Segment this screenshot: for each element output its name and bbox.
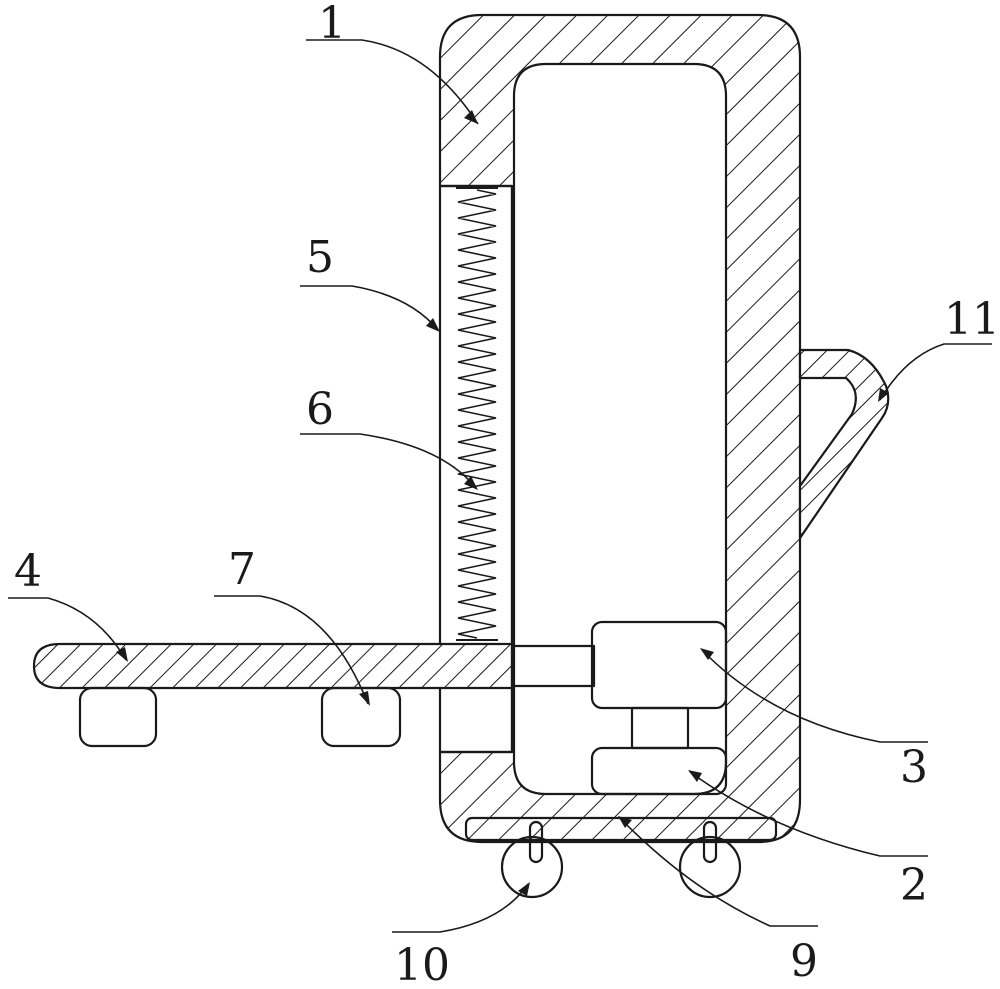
- compression-spring: [457, 189, 497, 639]
- leader-2: [689, 771, 928, 857]
- fork-pad-right: [320, 686, 402, 748]
- leader-3: [701, 649, 928, 743]
- leader-7: [214, 595, 369, 705]
- arrow-10: [518, 882, 530, 896]
- housing-shell: [438, 13, 802, 844]
- arrow-4: [116, 647, 128, 662]
- leader-6: [300, 433, 477, 489]
- leader-11: [879, 343, 992, 401]
- callout-7: 7: [228, 544, 256, 595]
- fork-arm: [32, 642, 514, 690]
- callout-10: 10: [394, 940, 450, 989]
- wheel-left: [500, 835, 564, 899]
- arrow-3: [700, 648, 714, 660]
- arrow-1: [464, 110, 478, 124]
- handle: [798, 348, 890, 540]
- motor-block: [590, 746, 728, 796]
- leader-1: [306, 39, 479, 125]
- callout-11: 11: [944, 294, 1000, 345]
- guide-slot: [438, 184, 514, 754]
- wheel-stem-left: [528, 820, 544, 864]
- arrow-5: [426, 318, 440, 332]
- callout-5: 5: [306, 232, 334, 283]
- leader-9: [619, 817, 818, 927]
- callout-3: 3: [900, 742, 928, 793]
- callout-9: 9: [790, 936, 818, 987]
- arm-connector: [510, 644, 596, 688]
- leader-lines: [8, 39, 992, 933]
- callout-6: 6: [306, 384, 334, 435]
- leader-4: [8, 597, 127, 661]
- arrow-7: [359, 691, 370, 706]
- arrow-9: [618, 816, 632, 828]
- arrow-2: [688, 770, 702, 782]
- callout-numbers: 1 5 6 4 7 3 2 9 10 11: [14, 0, 1000, 989]
- drive-block: [590, 620, 728, 710]
- callout-2: 2: [900, 860, 928, 911]
- arrow-11: [878, 388, 889, 402]
- callout-4: 4: [14, 546, 42, 597]
- fork-pad-left: [78, 686, 158, 748]
- callout-1: 1: [318, 0, 346, 49]
- drive-column: [630, 706, 690, 750]
- wheel-stem-right: [702, 820, 718, 864]
- leader-5: [300, 285, 439, 331]
- leader-10: [392, 883, 529, 933]
- arrow-6: [464, 476, 478, 490]
- wheel-right: [678, 835, 742, 899]
